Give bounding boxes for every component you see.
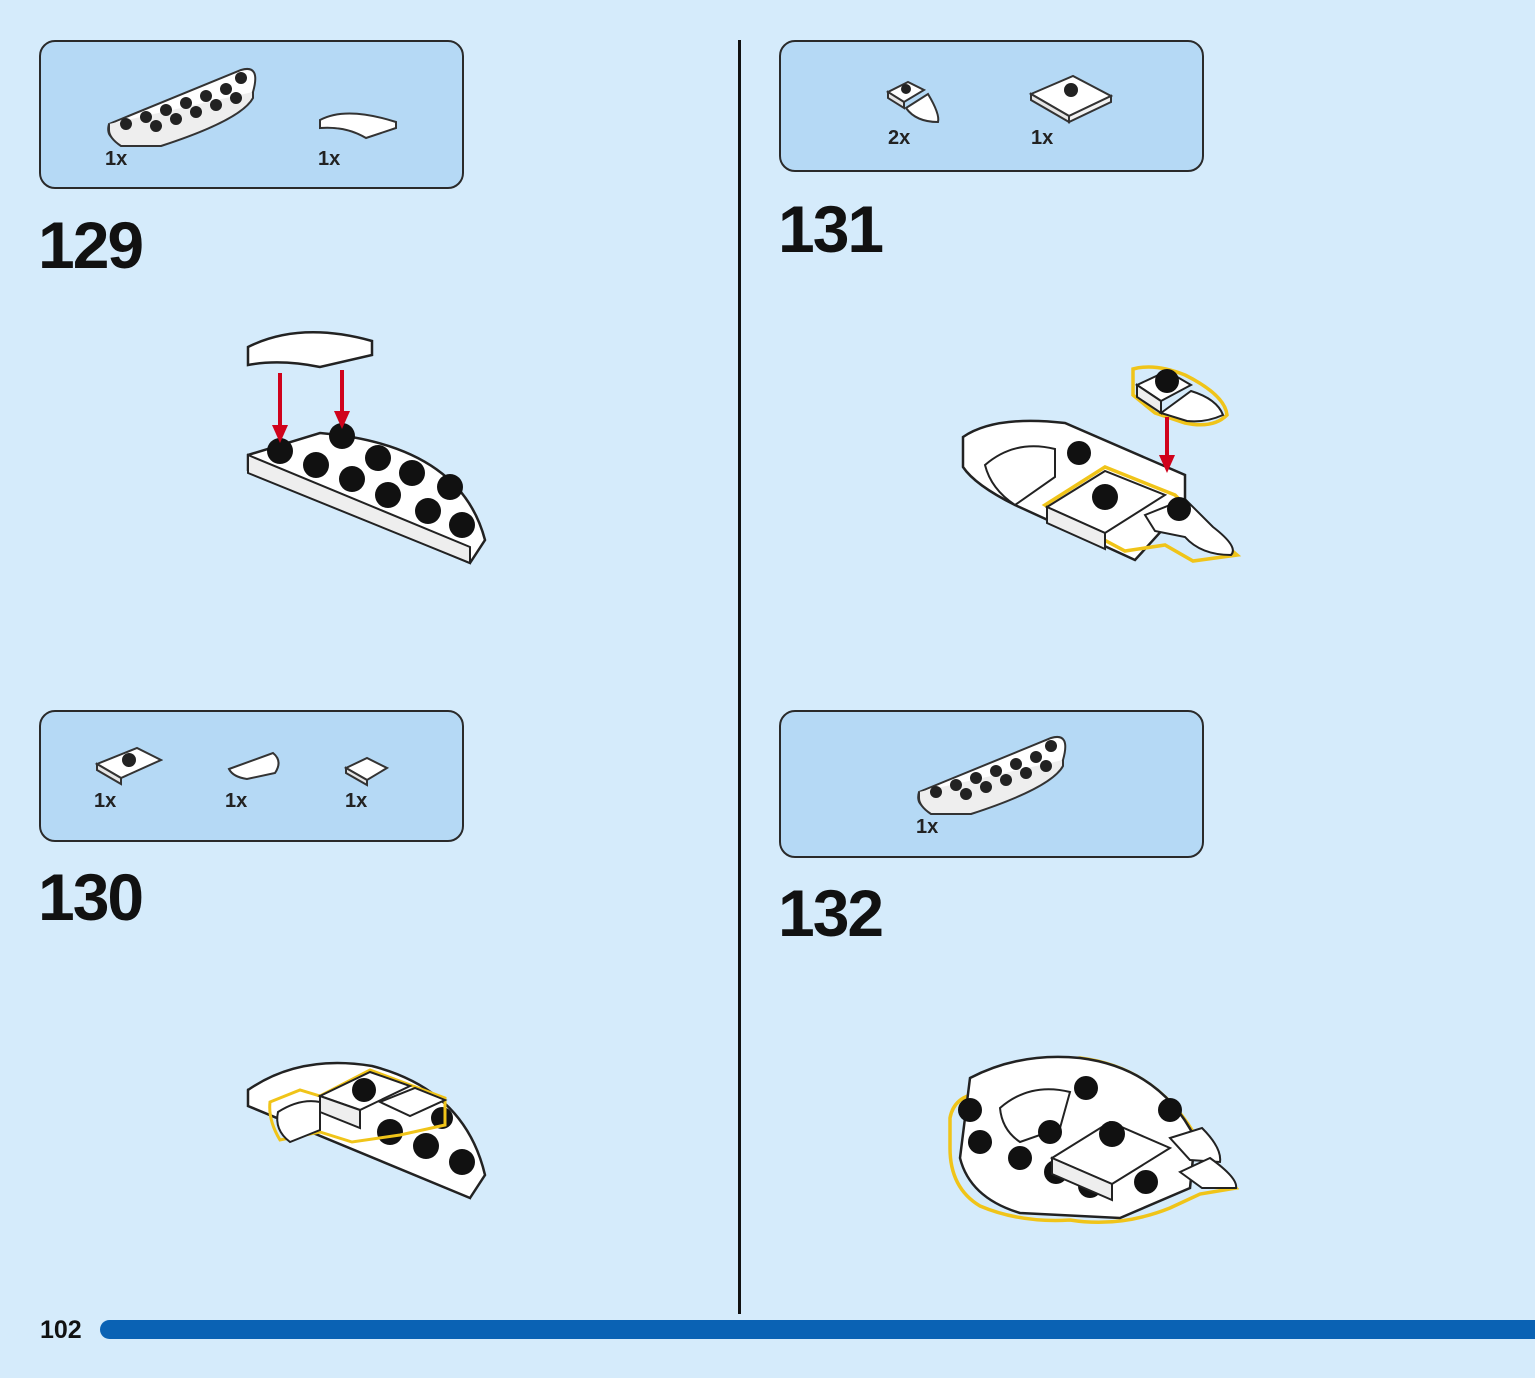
parts-box-131: 2x 1x [779,40,1204,172]
jumper-plate-2x2-icon [1028,74,1114,124]
plate-with-tooth-icon [885,80,940,124]
part-qty: 1x [1031,127,1054,149]
parts-box-129: 1x 1x [39,40,464,189]
step-number-130: 130 [38,860,144,934]
part-qty: 1x [318,148,341,170]
part-qty: 1x [225,790,248,812]
step-number-131: 131 [778,192,884,266]
parts-box-132: 1x [779,710,1204,858]
quarter-round-tile-icon [227,751,280,781]
curved-tile-icon [319,112,397,140]
progress-bar [100,1320,1535,1339]
step-131-illustration [961,365,1242,563]
part-qty: 1x [105,148,128,170]
step-number-129: 129 [38,208,144,282]
page-number: 102 [40,1316,82,1344]
part-qty: 1x [94,790,117,812]
half-round-plate-icon [107,68,257,147]
part-qty: 1x [345,790,368,812]
half-round-plate-icon [917,736,1067,815]
step-number-132: 132 [778,876,884,950]
step-129-illustration [246,331,487,565]
part-qty: 1x [916,816,939,838]
parts-box-130: 1x 1x 1x [39,710,464,842]
jumper-plate-icon [94,746,163,786]
step-130-illustration [246,1061,487,1200]
page-divider [738,40,741,1314]
tile-icon [343,756,390,787]
step-132-illustration [948,1055,1240,1225]
part-qty: 2x [888,127,911,149]
